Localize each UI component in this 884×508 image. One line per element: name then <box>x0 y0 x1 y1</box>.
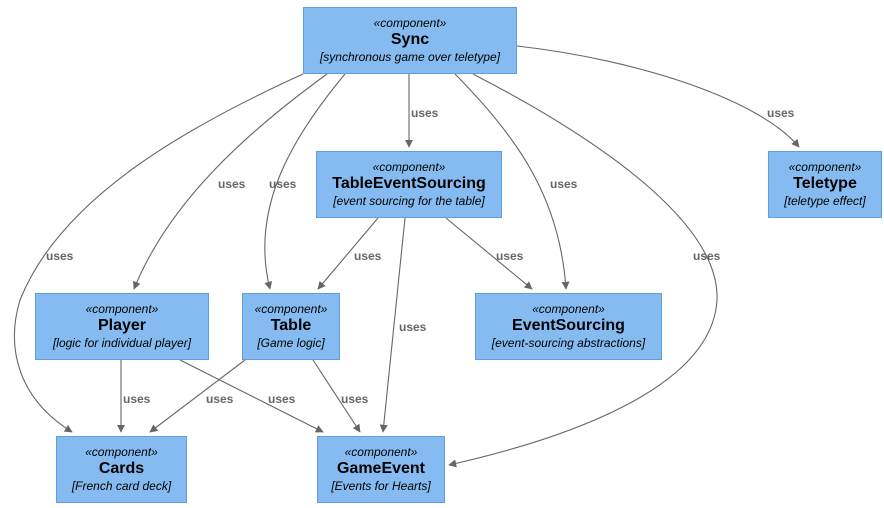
component-description: [teletype effect] <box>784 194 866 208</box>
component-cards: «component» Cards [French card deck] <box>56 436 187 503</box>
stereotype-label: «component» <box>372 160 446 174</box>
edge-table-to-gameevent: uses <box>312 359 369 433</box>
stereotype-label: «component» <box>344 445 418 459</box>
edge-table-to-cards: uses <box>149 359 246 433</box>
edge-label: uses <box>767 106 795 120</box>
component-gameevent: «component» GameEvent [Events for Hearts… <box>317 436 445 503</box>
edge-line <box>448 73 718 468</box>
stereotype-label: «component» <box>254 302 328 316</box>
component-title: Sync <box>390 31 430 48</box>
component-title: Table <box>270 317 312 334</box>
edge-label: uses <box>399 320 427 334</box>
component-description: [Game logic] <box>257 336 325 350</box>
edge-label: uses <box>354 249 382 263</box>
edge-player-to-cards: uses <box>117 360 151 433</box>
edge-sync-to-tableeventsourcing: uses <box>405 74 439 148</box>
component-title: GameEvent <box>336 460 426 477</box>
edge-line <box>516 45 800 148</box>
component-description: [French card deck] <box>71 479 172 493</box>
edge-line <box>13 73 304 433</box>
edge-label: uses <box>411 106 439 120</box>
component-description: [synchronous game over teletype] <box>319 50 501 64</box>
edge-line <box>149 359 246 433</box>
stereotype-label: «component» <box>532 302 605 316</box>
component-description: [event sourcing for the table] <box>333 194 485 208</box>
edge-label: uses <box>46 249 74 263</box>
edge-sync-to-eventsourcing: uses <box>454 73 578 290</box>
edge-line <box>179 359 324 433</box>
edge-line <box>454 73 570 290</box>
edge-tableeventsourcing-to-table: uses <box>317 217 382 290</box>
edge-sync-to-cards: uses <box>13 73 304 433</box>
edge-line <box>445 217 533 290</box>
component-title: TableEventSourcing <box>332 175 486 192</box>
component-description: [Events for Hearts] <box>331 479 431 493</box>
component-description: [event-sourcing abstractions] <box>491 336 646 350</box>
stereotype-label: «component» <box>373 16 447 30</box>
edge-line <box>317 217 379 290</box>
component-eventsourcing: «component» EventSourcing [event-sourcin… <box>475 293 662 360</box>
component-table: «component» Table [Game logic] <box>242 293 340 360</box>
edge-line <box>264 73 346 290</box>
edge-tableeventsourcing-to-gameevent: uses <box>379 217 427 433</box>
edge-sync-to-gameevent: uses <box>448 73 721 468</box>
edge-label: uses <box>123 392 151 406</box>
component-description: [logic for individual player] <box>52 336 192 350</box>
edge-sync-to-player: uses <box>132 73 328 290</box>
edge-sync-to-teletype: uses <box>516 45 800 148</box>
edge-label: uses <box>268 392 296 406</box>
edge-sync-to-table: uses <box>264 73 346 290</box>
edge-label: uses <box>496 249 524 263</box>
edge-label: uses <box>269 177 297 191</box>
component-sync: «component» Sync [synchronous game over … <box>303 7 517 74</box>
stereotype-label: «component» <box>788 160 862 174</box>
component-teletype: «component» Teletype [teletype effect] <box>768 151 882 218</box>
edge-line <box>379 217 406 433</box>
edge-label: uses <box>550 177 578 191</box>
component-title: Cards <box>98 460 145 477</box>
edge-label: uses <box>218 177 246 191</box>
edge-label: uses <box>206 392 234 406</box>
component-title: EventSourcing <box>512 317 625 334</box>
component-title: Teletype <box>793 175 857 192</box>
edge-player-to-gameevent: uses <box>179 359 324 433</box>
component-title: Player <box>97 317 147 334</box>
edge-line <box>312 359 361 433</box>
edge-line <box>132 73 328 290</box>
component-player: «component» Player [logic for individual… <box>35 293 209 360</box>
edge-label: uses <box>693 249 721 263</box>
stereotype-label: «component» <box>85 302 159 316</box>
edge-tableeventsourcing-to-eventsourcing: uses <box>445 217 533 290</box>
stereotype-label: «component» <box>85 445 158 459</box>
component-tableeventsourcing: «component» TableEventSourcing [event so… <box>316 151 502 218</box>
edge-label: uses <box>341 392 369 406</box>
